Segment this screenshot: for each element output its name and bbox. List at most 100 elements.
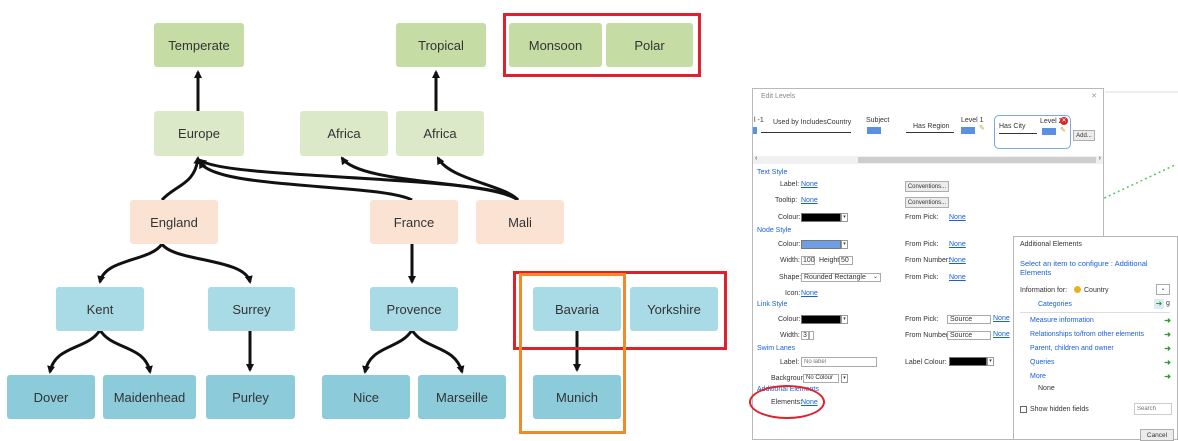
link-from-number-link[interactable]: None: [993, 331, 1010, 338]
level-minus1-box[interactable]: [753, 127, 757, 134]
conventions-button-1[interactable]: Conventions...: [905, 181, 949, 192]
more-link[interactable]: More: [1030, 373, 1046, 380]
info-for-label: Information for:: [1020, 287, 1068, 294]
chevron-down-icon[interactable]: ▾: [841, 374, 848, 383]
node-polar[interactable]: Polar: [606, 23, 693, 67]
node-france[interactable]: France: [370, 200, 458, 244]
chevron-down-icon[interactable]: ▾: [841, 240, 848, 249]
node-surrey[interactable]: Surrey: [208, 287, 295, 331]
node-europe[interactable]: Europe: [154, 111, 244, 156]
link-from-pick-select[interactable]: Source: [947, 315, 991, 324]
edge-provence-marseille: [410, 329, 465, 374]
level2-box[interactable]: [1042, 128, 1056, 135]
node-height-input[interactable]: 50: [839, 256, 853, 265]
remove-icon[interactable]: ✕: [1060, 117, 1068, 125]
node-africa-left[interactable]: Africa: [300, 111, 388, 156]
node-icon-link[interactable]: None: [801, 290, 818, 297]
node-temperate[interactable]: Temperate: [154, 23, 244, 67]
node-height-label: Height:: [819, 257, 842, 264]
level2-group[interactable]: Has City Level 2 ✕ ✎: [994, 115, 1071, 149]
node-england[interactable]: England: [130, 200, 218, 244]
chevron-down-icon[interactable]: ⌄: [873, 274, 879, 280]
chevron-down-icon[interactable]: ▾: [841, 213, 848, 222]
edge-mali-africa-left: [340, 156, 519, 202]
subject-box[interactable]: [867, 127, 881, 134]
node-colour-swatch[interactable]: [801, 240, 841, 249]
node-shape-select[interactable]: Rounded Rectangle: [801, 273, 881, 282]
node-from-pick-link-1[interactable]: None: [949, 241, 966, 248]
subject-label: Subject: [866, 117, 890, 124]
tooltip-link[interactable]: None: [801, 197, 818, 204]
level1-label: Level 1: [961, 117, 984, 124]
conventions-button-2[interactable]: Conventions...: [905, 197, 949, 208]
link-width-input[interactable]: 3: [801, 331, 809, 340]
node-dover[interactable]: Dover: [7, 375, 95, 419]
node-africa-right[interactable]: Africa: [396, 111, 484, 156]
categories-more-icon[interactable]: g: [1166, 300, 1170, 307]
node-monsoon[interactable]: Monsoon: [509, 23, 602, 67]
more-value: None: [1038, 385, 1055, 392]
categories-divider: [1020, 312, 1170, 313]
close-icon[interactable]: ✕: [1091, 93, 1097, 100]
chevron-down-icon[interactable]: ▾: [987, 357, 994, 366]
text-colour-swatch[interactable]: [801, 213, 841, 222]
link-colour-swatch[interactable]: [801, 315, 841, 324]
link-width-stepper[interactable]: [809, 331, 814, 340]
scroll-right-icon[interactable]: ›: [1098, 155, 1101, 162]
text-from-pick-label: From Pick:: [905, 214, 939, 221]
show-hidden-checkbox[interactable]: [1020, 406, 1027, 413]
swim-label-colour-swatch[interactable]: [949, 357, 987, 366]
node-maidenhead[interactable]: Maidenhead: [103, 375, 196, 419]
queries-link[interactable]: Queries: [1030, 359, 1055, 366]
scroll-left-icon[interactable]: ‹: [755, 155, 758, 162]
edit-pencil-icon[interactable]: ✎: [1060, 127, 1066, 134]
arrow-right-icon[interactable]: ➜: [1164, 330, 1171, 339]
edge-kent-maidenhead: [98, 329, 153, 374]
node-provence[interactable]: Provence: [370, 287, 458, 331]
node-width-input[interactable]: 100: [801, 256, 815, 265]
arrow-right-icon[interactable]: ➜: [1164, 316, 1171, 325]
node-munich[interactable]: Munich: [533, 375, 621, 419]
scroll-thumb[interactable]: [858, 157, 1096, 163]
arrow-right-icon[interactable]: ➜: [1164, 372, 1171, 381]
edge-france-europe: [198, 160, 413, 202]
info-for-dropdown[interactable]: ⌄: [1156, 284, 1170, 295]
node-from-number-link[interactable]: None: [949, 257, 966, 264]
swim-label-input[interactable]: [801, 357, 877, 367]
categories-link[interactable]: Categories: [1038, 301, 1072, 308]
text-from-pick-link[interactable]: None: [949, 214, 966, 221]
node-nice[interactable]: Nice: [322, 375, 410, 419]
relationships-link[interactable]: Relationships to/from other elements: [1030, 331, 1144, 338]
chevron-down-icon[interactable]: ▾: [841, 315, 848, 324]
search-input[interactable]: [1134, 403, 1172, 415]
node-from-pick-link-2[interactable]: None: [949, 274, 966, 281]
arrow-right-icon[interactable]: ➜: [1164, 344, 1171, 353]
node-mali[interactable]: Mali: [476, 200, 564, 244]
link-from-pick-link[interactable]: None: [993, 315, 1010, 322]
node-bavaria[interactable]: Bavaria: [533, 287, 621, 331]
node-kent[interactable]: Kent: [56, 287, 144, 331]
swim-label-colour-label: Label Colour:: [905, 359, 947, 366]
node-marseille[interactable]: Marseille: [418, 375, 506, 419]
measure-information-link[interactable]: Measure information: [1030, 317, 1094, 324]
link-from-number-select[interactable]: Source: [947, 331, 991, 340]
level1-box[interactable]: [961, 127, 975, 134]
arrow-right-icon[interactable]: ➜: [1164, 358, 1171, 367]
horizontal-scrollbar[interactable]: ‹ ›: [753, 155, 1103, 164]
node-purley[interactable]: Purley: [206, 375, 295, 419]
parent-children-link[interactable]: Parent, children and owner: [1030, 345, 1114, 352]
node-yorkshire[interactable]: Yorkshire: [630, 287, 718, 331]
text-label-link[interactable]: None: [801, 181, 818, 188]
edit-pencil-icon[interactable]: ✎: [979, 125, 985, 132]
elements-highlight-ellipse: [749, 385, 825, 419]
dialog-title: Edit Levels: [761, 93, 796, 100]
categories-add-icon[interactable]: ➜: [1154, 299, 1164, 309]
add-level-button[interactable]: Add...: [1073, 130, 1095, 141]
node-tropical[interactable]: Tropical: [396, 23, 486, 67]
node-icon-label: Icon:: [785, 290, 801, 297]
cancel-button[interactable]: Cancel: [1140, 429, 1174, 441]
swim-background-swatch[interactable]: No Colour: [803, 374, 839, 383]
node-shape-label: Shape:: [779, 274, 802, 281]
edge-kent-dover: [47, 329, 102, 374]
has-region-label: Has Region: [913, 123, 950, 130]
